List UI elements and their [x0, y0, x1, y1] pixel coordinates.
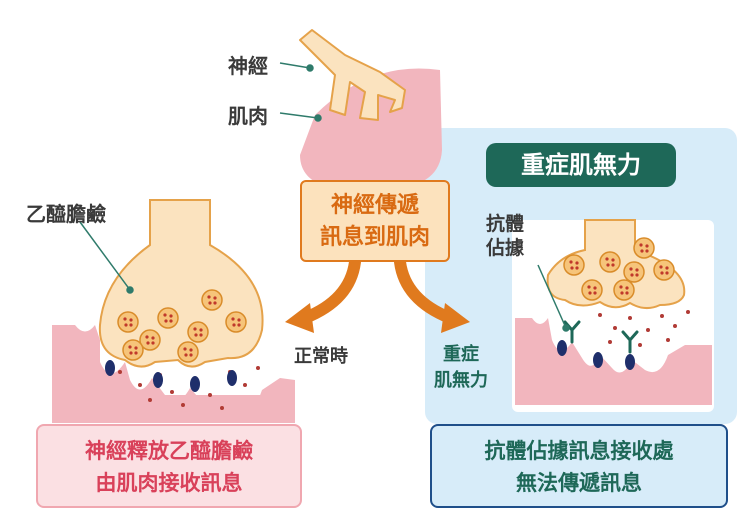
right-muscle [515, 318, 712, 405]
caption-left-line1: 神經釋放乙醯膽鹼 [85, 439, 253, 463]
center-box-line1: 神經傳遞 [330, 193, 419, 218]
leader-lines [79, 62, 570, 332]
caption-left: 神經釋放乙醯膽鹼 由肌肉接收訊息 [36, 424, 302, 508]
caption-right-line2: 無法傳遞訊息 [516, 471, 642, 495]
caption-right: 抗體佔據訊息接收處 無法傳遞訊息 [430, 424, 728, 508]
center-box-line2: 訊息到肌肉 [319, 225, 430, 250]
label-muscle: 肌肉 [228, 104, 268, 128]
label-antibody-occupy: 抗體 佔據 [486, 212, 524, 260]
label-antibody-line2: 佔據 [486, 237, 525, 259]
mg-title: 重症肌無力 [486, 143, 676, 187]
label-nerve: 神經 [228, 54, 268, 78]
label-mg-line1: 重症 [443, 344, 479, 365]
left-muscle-base [52, 395, 295, 423]
label-mg-line2: 肌無力 [434, 370, 488, 391]
antibodies [563, 320, 639, 354]
arrow-mg [394, 256, 470, 333]
caption-left-line2: 由肌肉接收訊息 [95, 471, 243, 495]
arrow-normal [285, 256, 361, 333]
center-box: 神經傳遞 訊息到肌肉 [300, 180, 450, 262]
label-mg-arrow: 重症 肌無力 [434, 342, 488, 394]
caption-right-line1: 抗體佔據訊息接收處 [484, 439, 674, 463]
label-normal: 正常時 [294, 346, 348, 367]
left-nerve-terminal [98, 199, 264, 368]
top-nerve [299, 29, 406, 121]
label-antibody-line1: 抗體 [486, 213, 525, 235]
right-acetylcholine-dots [598, 310, 690, 347]
label-acetylcholine: 乙醯膽鹼 [26, 202, 106, 226]
